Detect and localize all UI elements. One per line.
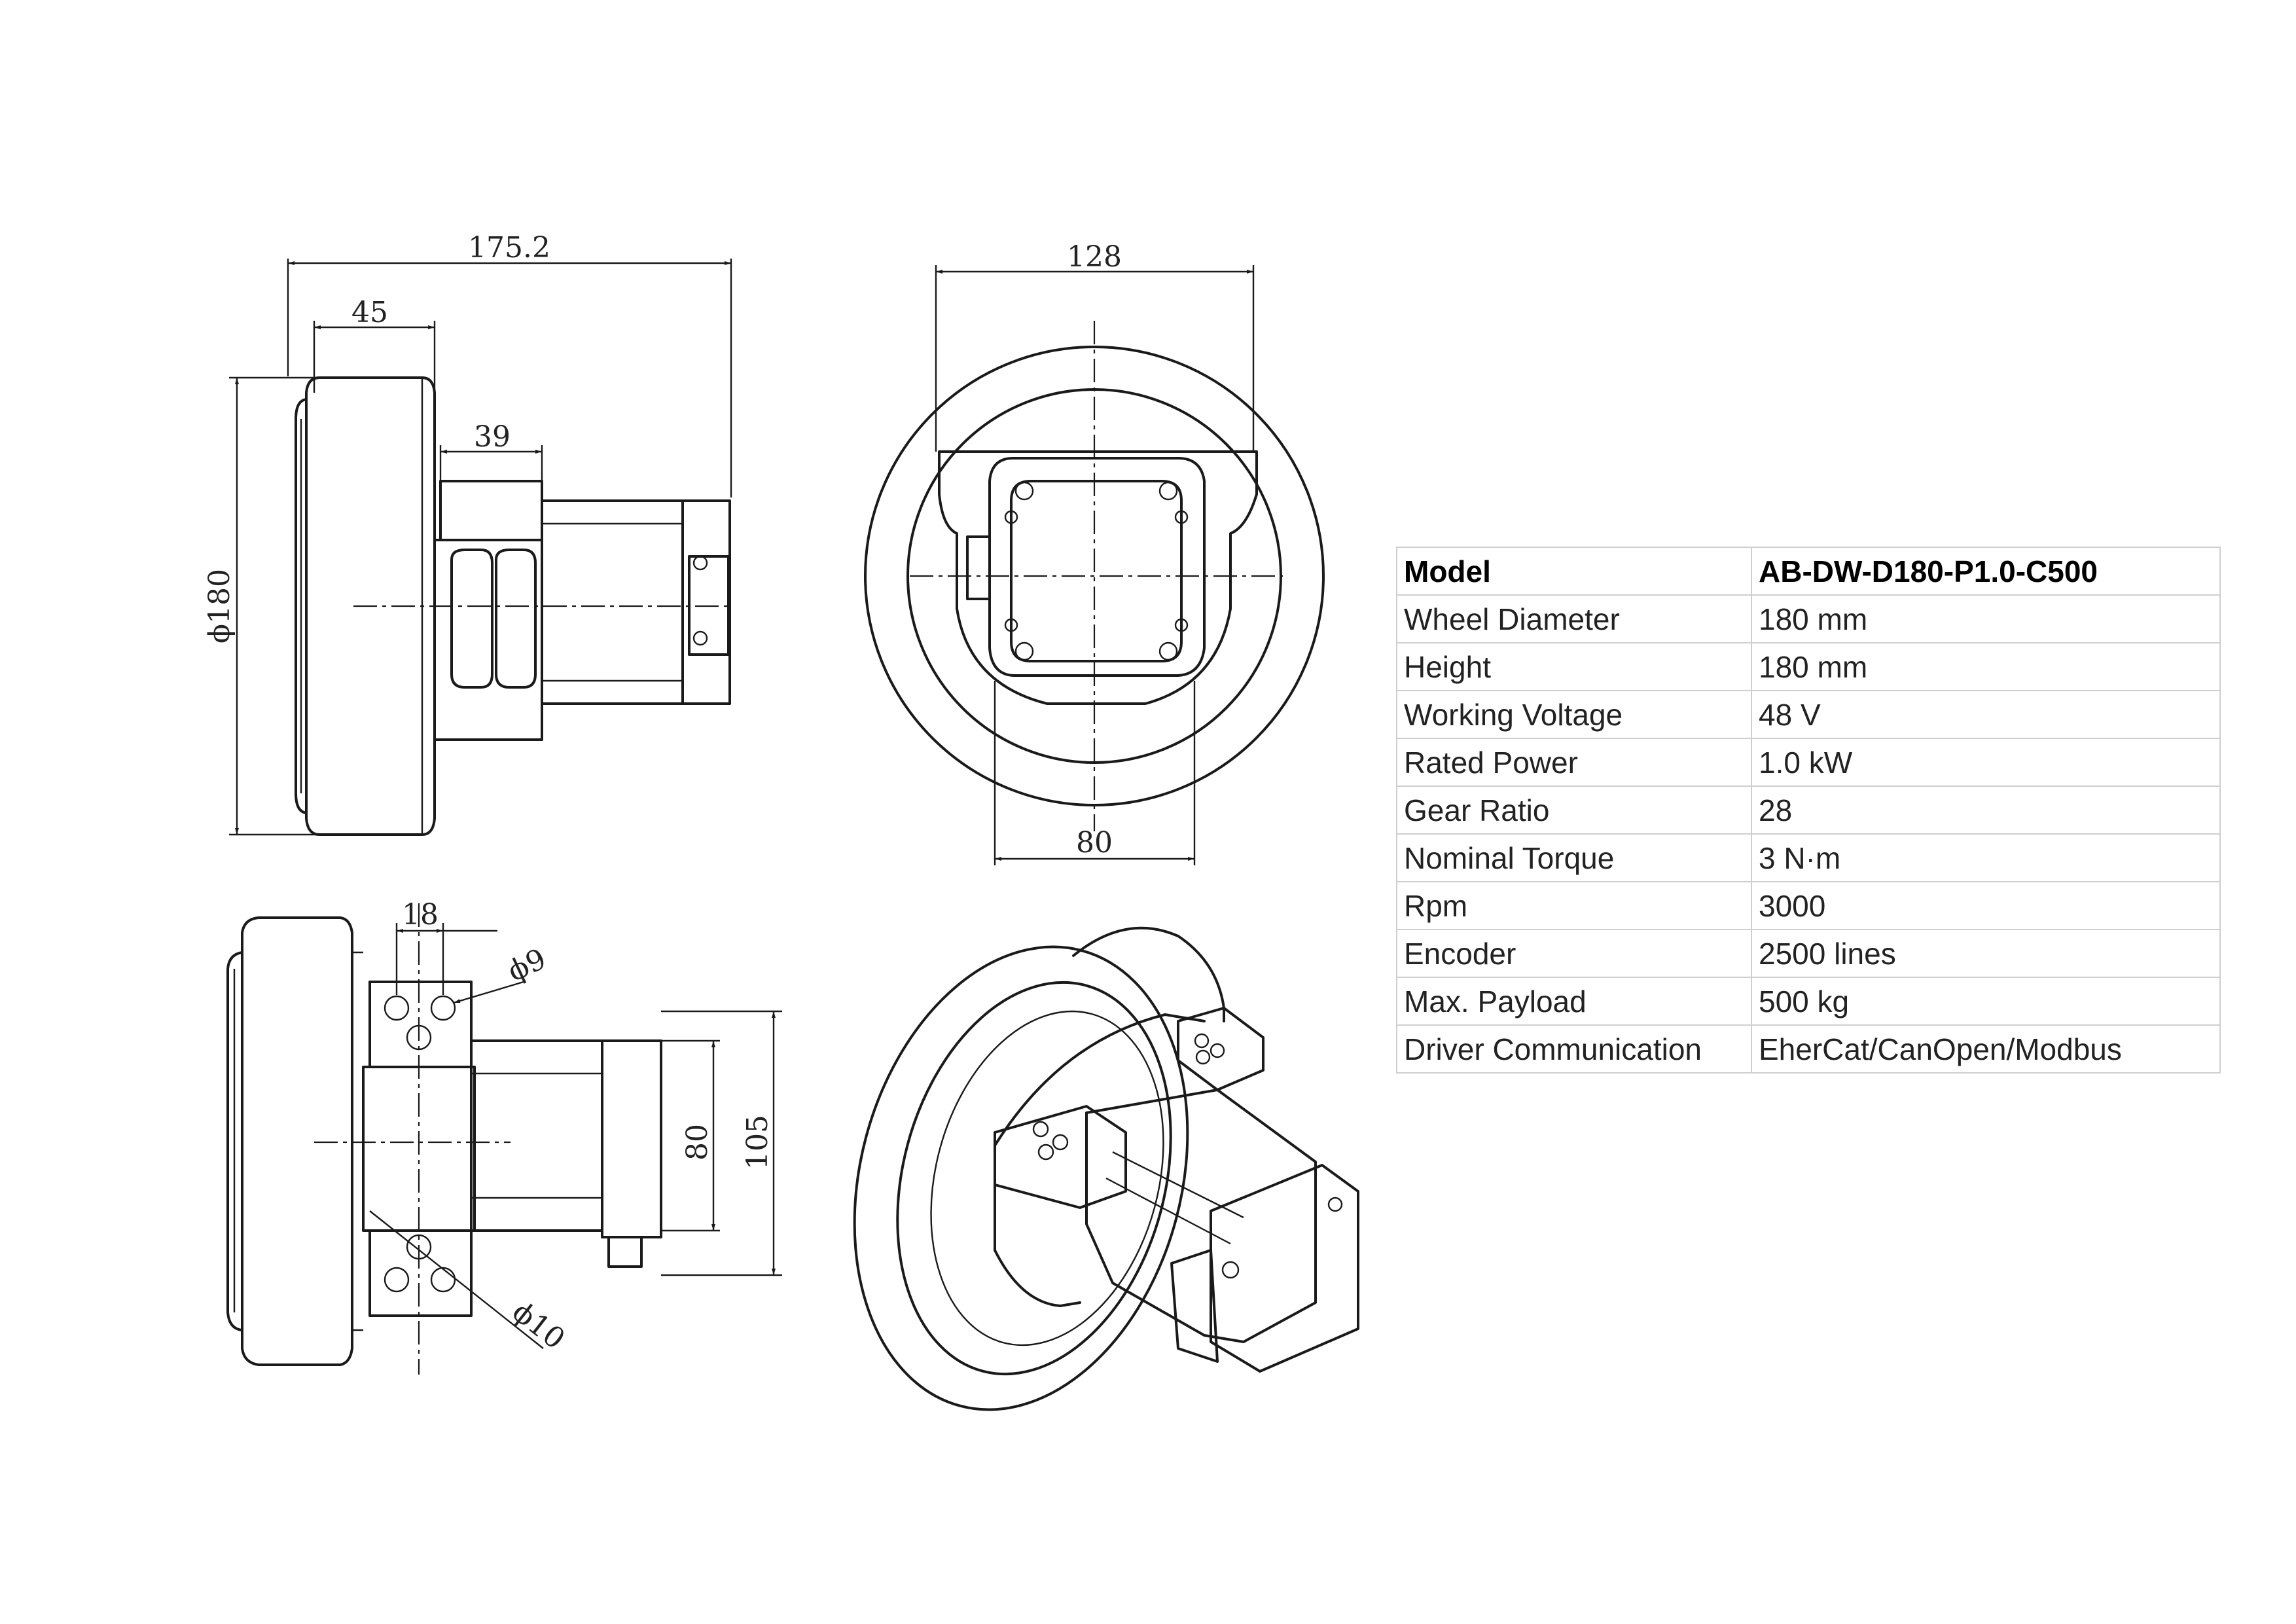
side-view: 175.2 45 39 ϕ180 bbox=[203, 231, 733, 836]
spec-label: Working Voltage bbox=[1396, 690, 1752, 739]
dim-side-width: 175.2 bbox=[468, 231, 550, 264]
spec-label: Wheel Diameter bbox=[1396, 594, 1752, 643]
spec-label: Rated Power bbox=[1396, 738, 1752, 787]
spec-value: 48 V bbox=[1751, 690, 2221, 739]
spec-value: 2500 lines bbox=[1751, 929, 2221, 978]
spec-value: 3 N·m bbox=[1751, 833, 2221, 882]
spec-value: 1.0 kW bbox=[1751, 738, 2221, 787]
spec-row: Rpm 3000 bbox=[1396, 881, 2221, 930]
dim-top-spacing: 18 bbox=[402, 898, 439, 931]
dim-wheel-width: 45 bbox=[351, 296, 388, 329]
spec-value: EherCat/CanOpen/Modbus bbox=[1751, 1024, 2221, 1074]
spec-label: Model bbox=[1396, 547, 1752, 596]
spec-table: Model AB-DW-D180-P1.0-C500 Wheel Diamete… bbox=[1396, 547, 2221, 1074]
spec-row: Driver Communication EherCat/CanOpen/Mod… bbox=[1396, 1024, 2221, 1074]
spec-value: 28 bbox=[1751, 785, 2221, 835]
dim-motor-80: 80 bbox=[681, 1124, 714, 1161]
front-view: 128 80 bbox=[864, 240, 1325, 865]
spec-label: Encoder bbox=[1396, 929, 1752, 978]
isometric-view bbox=[853, 926, 1359, 1411]
spec-row-model: Model AB-DW-D180-P1.0-C500 bbox=[1396, 547, 2221, 596]
spec-row: Height 180 mm bbox=[1396, 642, 2221, 691]
dim-wheel-diameter: ϕ180 bbox=[203, 569, 236, 643]
spec-row: Max. Payload 500 kg bbox=[1396, 977, 2221, 1026]
spec-label: Height bbox=[1396, 642, 1752, 691]
spec-row: Gear Ratio 28 bbox=[1396, 785, 2221, 835]
spec-row: Working Voltage 48 V bbox=[1396, 690, 2221, 739]
spec-row: Nominal Torque 3 N·m bbox=[1396, 833, 2221, 882]
spec-value: AB-DW-D180-P1.0-C500 bbox=[1751, 547, 2221, 596]
spec-row: Encoder 2500 lines bbox=[1396, 929, 2221, 978]
dim-hole-small: ϕ9 bbox=[503, 942, 551, 988]
dim-front-bottom: 80 bbox=[1076, 826, 1113, 859]
spec-label: Driver Communication bbox=[1396, 1024, 1752, 1074]
dim-bracket-width: 39 bbox=[474, 420, 511, 454]
spec-label: Nominal Torque bbox=[1396, 833, 1752, 882]
spec-value: 500 kg bbox=[1751, 977, 2221, 1026]
spec-label: Gear Ratio bbox=[1396, 785, 1752, 835]
spec-row: Wheel Diameter 180 mm bbox=[1396, 594, 2221, 643]
spec-label: Rpm bbox=[1396, 881, 1752, 930]
spec-value: 180 mm bbox=[1751, 642, 2221, 691]
dim-height-105: 105 bbox=[741, 1115, 774, 1170]
top-view: 18 ϕ9 ϕ10 80 105 bbox=[226, 898, 782, 1375]
spec-value: 3000 bbox=[1751, 881, 2221, 930]
dim-hole-large: ϕ10 bbox=[506, 1295, 571, 1356]
spec-value: 180 mm bbox=[1751, 594, 2221, 643]
dim-front-width: 128 bbox=[1067, 240, 1122, 274]
spec-row: Rated Power 1.0 kW bbox=[1396, 738, 2221, 787]
spec-label: Max. Payload bbox=[1396, 977, 1752, 1026]
